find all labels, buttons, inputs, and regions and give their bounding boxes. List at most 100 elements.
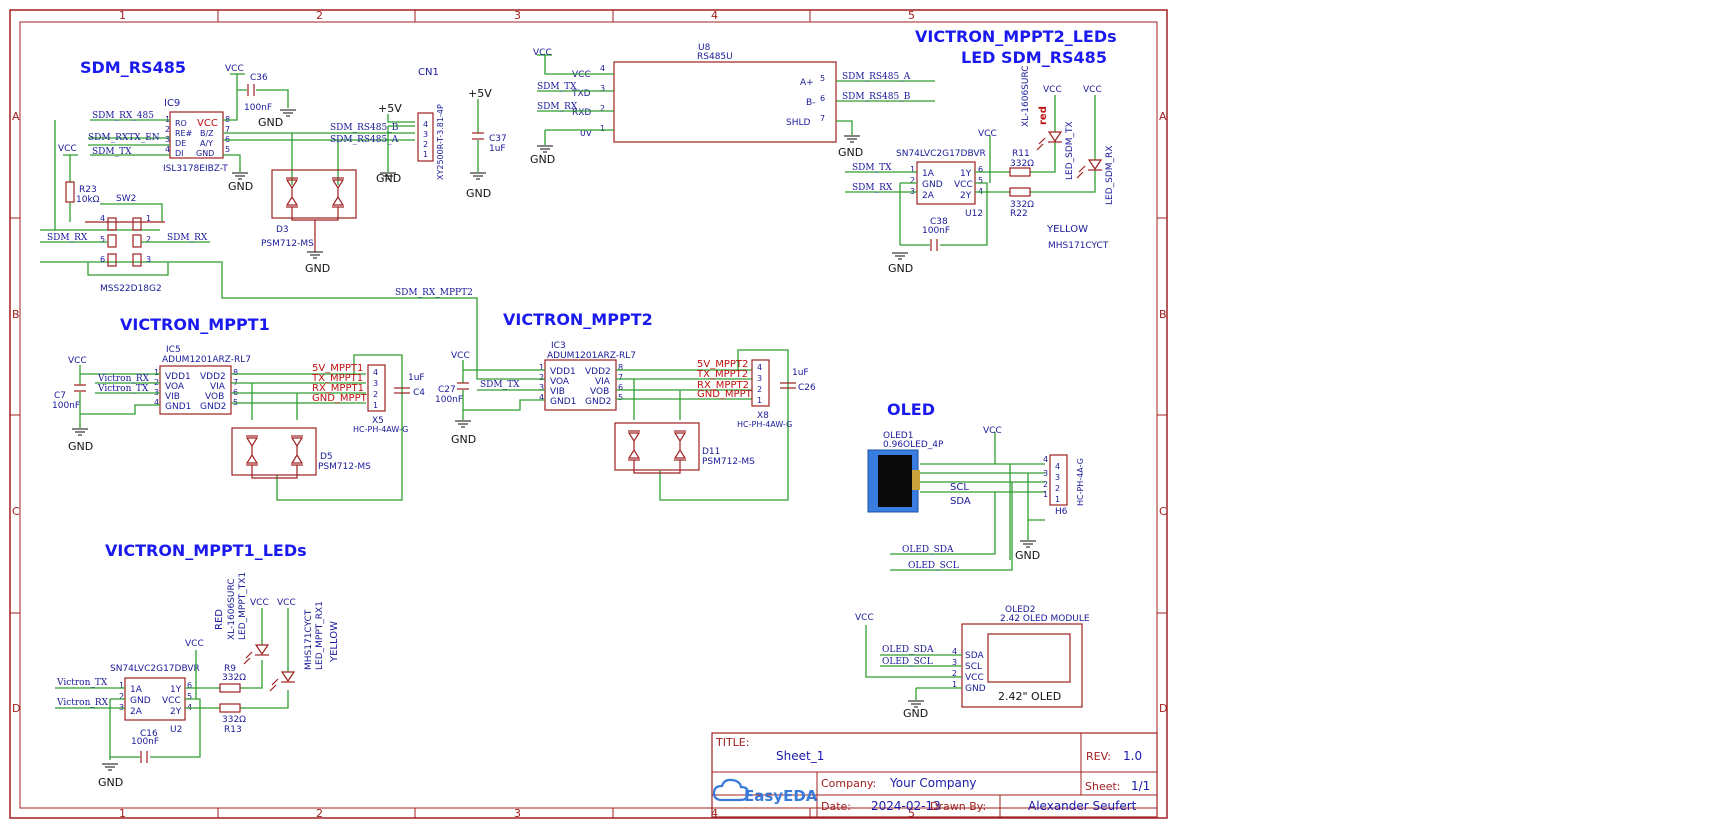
- h6-part: HC-PH-4A-G: [1076, 458, 1085, 506]
- gnd-u2-label: GND: [98, 776, 123, 789]
- r9-ref: R9: [224, 664, 236, 674]
- block-sdm-rs485: IC9 ISL3178EIBZ-T RO RE# DE DI VCC B/Z A…: [40, 64, 507, 370]
- sw2-pin-3: 3: [146, 255, 151, 264]
- row-label-b: B: [12, 308, 20, 321]
- ic3-num-2: 2: [539, 373, 544, 382]
- ic5-pin-vdd1: VDD1: [165, 372, 191, 382]
- ic3-body: [544, 359, 617, 411]
- r22-ref: R22: [1010, 209, 1028, 219]
- cn1-pin-3: 3: [423, 130, 428, 139]
- col-label-1: 1: [119, 9, 126, 22]
- vcc-oled2-label: VCC: [855, 613, 874, 623]
- net-label-sdm-rxtx-en: SDM_RXTX_EN: [88, 133, 160, 143]
- u12-part: SN74LVC2G17DBVR: [896, 149, 986, 159]
- led-sdm-rx-part: MHS171CYCT: [1048, 241, 1109, 251]
- row-label-d-right: D: [1159, 702, 1167, 715]
- ic9-num-4: 4: [165, 145, 170, 154]
- block-victron-mppt1: IC5 ADUM1201ARZ-RL7 VDD1 VOA VIB GND1 VD…: [52, 345, 425, 501]
- col-label-5-bottom: 5: [908, 807, 915, 820]
- col-label-5: 5: [908, 9, 915, 22]
- u2-ref: U2: [170, 725, 182, 735]
- u8-num-4: 4: [600, 64, 605, 73]
- led-sdm-tx-net: LED_SDM_TX: [1065, 121, 1075, 180]
- sw2-pin-4: 4: [100, 214, 105, 223]
- ic9-pin-gnd: GND: [196, 149, 214, 158]
- net-label-5v-mppt2: 5V_MPPT2: [697, 359, 748, 370]
- ic9-num-5: 5: [225, 145, 230, 154]
- block-u8: U8 RS485U VCC TXD RXD 0V 4 3 2 1 A+ B- S…: [530, 43, 935, 166]
- u12-ref: U12: [965, 209, 983, 219]
- u8-body: [613, 61, 837, 143]
- r11-ref: R11: [1012, 149, 1030, 159]
- oled2-ref: OLED2: [1005, 605, 1035, 615]
- cn1-pin-1: 1: [423, 150, 428, 159]
- r9-value: 332Ω: [222, 673, 246, 683]
- led-sdm-rx-net: LED_SDM_RX: [1105, 146, 1115, 205]
- ic9-part: ISL3178EIBZ-T: [163, 164, 228, 174]
- r22-body: [1009, 187, 1031, 197]
- c4-value: 1uF: [408, 373, 425, 383]
- c38-ref: C38: [930, 217, 948, 227]
- net-label-sdm-rs485-a: SDM_RS485_A: [330, 135, 399, 145]
- ic9-pin-ay: A/Y: [200, 139, 213, 148]
- ic5-num-1: 1: [154, 368, 159, 377]
- ic5-pin-vdd2: VDD2: [200, 372, 226, 382]
- oled2-num-1: 1: [952, 680, 957, 689]
- h6-pin-1: 1: [1055, 495, 1060, 504]
- easyeda-logo-text: EasyEDA: [744, 787, 818, 805]
- r9-body: [219, 683, 241, 693]
- net-label-rx-mppt2: RX_MPPT2: [697, 380, 749, 391]
- ic3-num-6: 6: [618, 383, 623, 392]
- c27-ref: C27: [438, 385, 456, 395]
- vcc-led-mppt-rx-label: VCC: [277, 598, 296, 608]
- c37-ref: C37: [489, 134, 507, 144]
- ic5-pin-voa: VOA: [165, 382, 185, 392]
- h6-ref: H6: [1055, 507, 1068, 517]
- gnd-ic5-label: GND: [68, 440, 93, 453]
- ic9-pin-re: RE#: [175, 129, 193, 138]
- vcc-u12-label: VCC: [978, 129, 997, 139]
- x8-part: HC-PH-4AW-G: [737, 420, 792, 429]
- u2-num-1: 1: [119, 681, 124, 690]
- u8-ref: U8: [698, 43, 711, 53]
- u2-part: SN74LVC2G17DBVR: [110, 664, 200, 674]
- ic5-num-4: 4: [154, 398, 159, 407]
- ic3-ref: IC3: [551, 341, 566, 351]
- led-mppt-tx1-color: RED: [214, 609, 225, 630]
- d11-part: PSM712-MS: [702, 457, 755, 467]
- ic5-pin-gnd1: GND1: [165, 402, 191, 412]
- oled2-screen-label: 2.42" OLED: [998, 690, 1061, 703]
- u8-num-3: 3: [600, 84, 605, 93]
- cn1-ref: CN1: [418, 67, 439, 78]
- ic3-num-7: 7: [618, 373, 623, 382]
- r22-value: 332Ω: [1010, 200, 1034, 210]
- u12-pin-2y: 2Y: [960, 191, 972, 201]
- gnd-d3-label: GND: [305, 262, 330, 275]
- col-label-1-bottom: 1: [119, 807, 126, 820]
- net-label-rx-mppt1: RX_MPPT1: [312, 383, 364, 394]
- ic3-pin-gnd2: GND2: [585, 397, 611, 407]
- r23-ref: R23: [79, 185, 97, 195]
- r23-body: [65, 181, 75, 203]
- x5-pin-3: 3: [373, 379, 378, 388]
- cn1-pin-2: 2: [423, 140, 428, 149]
- vcc-u2-label: VCC: [185, 639, 204, 649]
- net-label-sdm-rx-485: SDM_RX_485: [92, 111, 154, 121]
- ic9-pin-di: DI: [175, 149, 184, 158]
- u8-pin-vcc: VCC: [572, 70, 591, 80]
- net-label-sdm-rx-right: SDM_RX: [167, 233, 208, 243]
- net-label-u2-victron-tx: Victron_TX: [56, 678, 108, 688]
- col-label-4-bottom: 4: [711, 807, 718, 820]
- u12-pin-2a: 2A: [922, 191, 935, 201]
- ic9-pin-de: DE: [175, 139, 186, 148]
- row-label-c: C: [12, 505, 20, 518]
- net-label-tx-mppt2: TX_MPPT2: [696, 369, 748, 380]
- ic9-body: [169, 111, 224, 159]
- vcc-ic5-label: VCC: [68, 356, 87, 366]
- gnd-shld-label: GND: [838, 146, 863, 159]
- company-value: Your Company: [889, 776, 977, 790]
- x8-pin-2: 2: [757, 385, 762, 394]
- cn1-pin-4: 4: [423, 120, 428, 129]
- oled2-num-2: 2: [952, 669, 957, 678]
- block-u12: SN74LVC2G17DBVR U12 1A GND 2A 1Y VCC 2Y …: [845, 65, 1115, 275]
